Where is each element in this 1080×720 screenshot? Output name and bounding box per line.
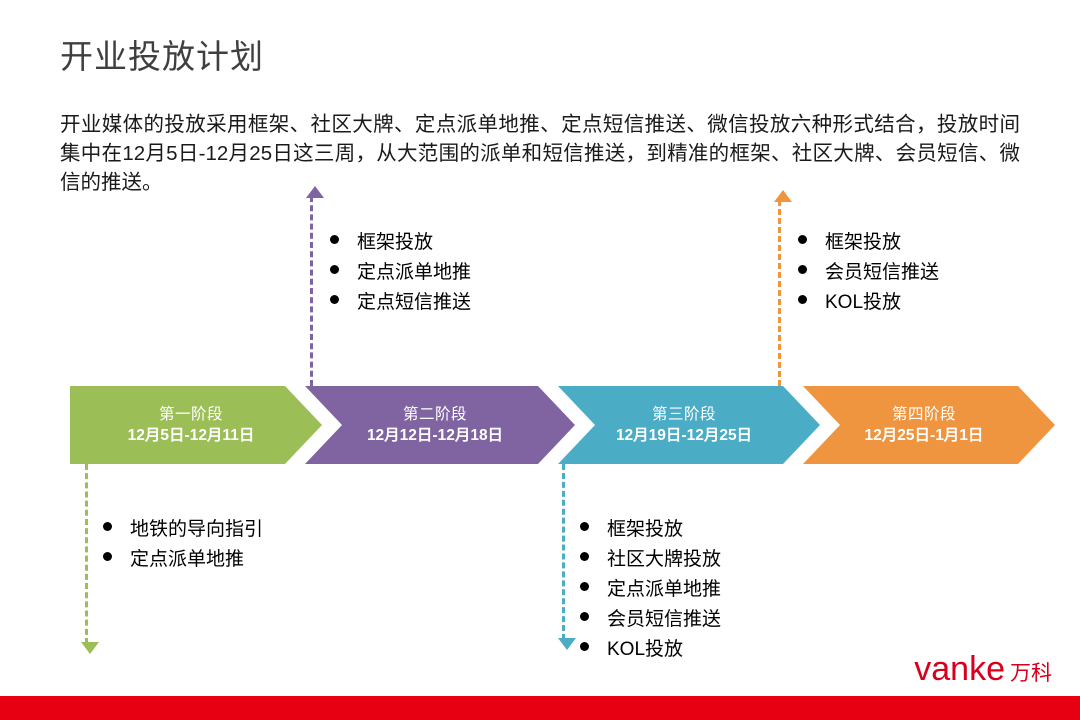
list-item: 框架投放 — [798, 228, 939, 258]
phase-date-range: 12月5日-12月11日 — [127, 426, 255, 444]
list-item-label: 会员短信推送 — [825, 262, 940, 283]
bullet-icon — [103, 552, 112, 561]
bullet-icon — [330, 265, 339, 274]
vanke-logo: vanke 万科 — [914, 652, 1052, 686]
note-list: 地铁的导向指引 定点派单地推 — [103, 515, 263, 575]
note-phase3-below: 框架投放 社区大牌投放 定点派单地推 会员短信推送 KOL投放 — [580, 515, 721, 665]
phase-name: 第三阶段 — [651, 405, 716, 423]
connector-phase4-up — [773, 190, 792, 386]
list-item-label: 定点派单地推 — [130, 549, 245, 570]
note-list: 框架投放 社区大牌投放 定点派单地推 会员短信推送 KOL投放 — [580, 515, 721, 665]
list-item-label: 社区大牌投放 — [607, 549, 722, 570]
list-item-label: 地铁的导向指引 — [130, 519, 264, 540]
list-item: KOL投放 — [580, 635, 721, 665]
connector-phase1-down — [80, 464, 99, 654]
timeline-phase-4[interactable]: 第四阶段 12月25日-1月1日 — [803, 386, 1055, 464]
timeline-phase-1[interactable]: 第一阶段 12月5日-12月11日 — [70, 386, 322, 464]
logo-hanzi-text: 万科 — [1010, 662, 1052, 685]
list-item-label: 定点短信推送 — [357, 292, 472, 313]
list-item: 会员短信推送 — [580, 605, 721, 635]
connector-phase2-up — [305, 186, 324, 386]
bullet-icon — [798, 295, 807, 304]
arrow-down-icon — [557, 638, 576, 650]
list-item-label: 框架投放 — [357, 232, 434, 253]
bullet-icon — [798, 235, 807, 244]
note-phase2-above: 框架投放 定点派单地推 定点短信推送 — [330, 228, 471, 318]
list-item-label: KOL投放 — [607, 639, 684, 660]
bullet-icon — [798, 265, 807, 274]
list-item: 定点派单地推 — [103, 545, 263, 575]
bullet-icon — [103, 522, 112, 531]
bullet-icon — [330, 295, 339, 304]
list-item-label: 会员短信推送 — [607, 609, 722, 630]
bullet-icon — [330, 235, 339, 244]
list-item-label: 框架投放 — [825, 232, 902, 253]
list-item: 框架投放 — [330, 228, 471, 258]
note-list: 框架投放 会员短信推送 KOL投放 — [798, 228, 939, 318]
note-phase4-above: 框架投放 会员短信推送 KOL投放 — [798, 228, 939, 318]
list-item-label: 框架投放 — [607, 519, 684, 540]
bullet-icon — [580, 552, 589, 561]
list-item: 定点派单地推 — [330, 258, 471, 288]
note-list: 框架投放 定点派单地推 定点短信推送 — [330, 228, 471, 318]
list-item-label: 定点派单地推 — [357, 262, 472, 283]
arrow-down-icon — [80, 642, 99, 654]
list-item: KOL投放 — [798, 288, 939, 318]
arrow-up-icon — [305, 186, 324, 198]
list-item: 地铁的导向指引 — [103, 515, 263, 545]
list-item: 定点派单地推 — [580, 575, 721, 605]
phase-name: 第二阶段 — [402, 405, 467, 423]
arrow-up-icon — [773, 190, 792, 202]
list-item: 会员短信推送 — [798, 258, 939, 288]
footer-red-bar — [0, 696, 1080, 720]
logo-latin-text: vanke — [914, 650, 1005, 688]
timeline-phase-2[interactable]: 第二阶段 12月12日-12月18日 — [305, 386, 575, 464]
connector-phase3-down — [557, 464, 576, 650]
bullet-icon — [580, 642, 589, 651]
list-item: 社区大牌投放 — [580, 545, 721, 575]
list-item-label: 定点派单地推 — [607, 579, 722, 600]
note-phase1-below: 地铁的导向指引 定点派单地推 — [103, 515, 263, 575]
bullet-icon — [580, 582, 589, 591]
phase-date-range: 12月25日-1月1日 — [864, 426, 984, 444]
timeline-phase-3[interactable]: 第三阶段 12月19日-12月25日 — [558, 386, 820, 464]
bullet-icon — [580, 522, 589, 531]
intro-paragraph: 开业媒体的投放采用框架、社区大牌、定点派单地推、定点短信推送、微信投放六种形式结… — [60, 113, 1020, 194]
bullet-icon — [580, 612, 589, 621]
list-item-label: KOL投放 — [825, 292, 902, 313]
list-item: 框架投放 — [580, 515, 721, 545]
phase-date-range: 12月12日-12月18日 — [366, 426, 504, 444]
phase-name: 第四阶段 — [891, 405, 956, 423]
timeline-chevrons: 第一阶段 12月5日-12月11日 第二阶段 12月12日-12月18日 第三阶… — [70, 386, 1055, 464]
list-item: 定点短信推送 — [330, 288, 471, 318]
phase-name: 第一阶段 — [158, 405, 223, 423]
phase-date-range: 12月19日-12月25日 — [615, 426, 753, 444]
page-title: 开业投放计划 — [60, 38, 264, 75]
